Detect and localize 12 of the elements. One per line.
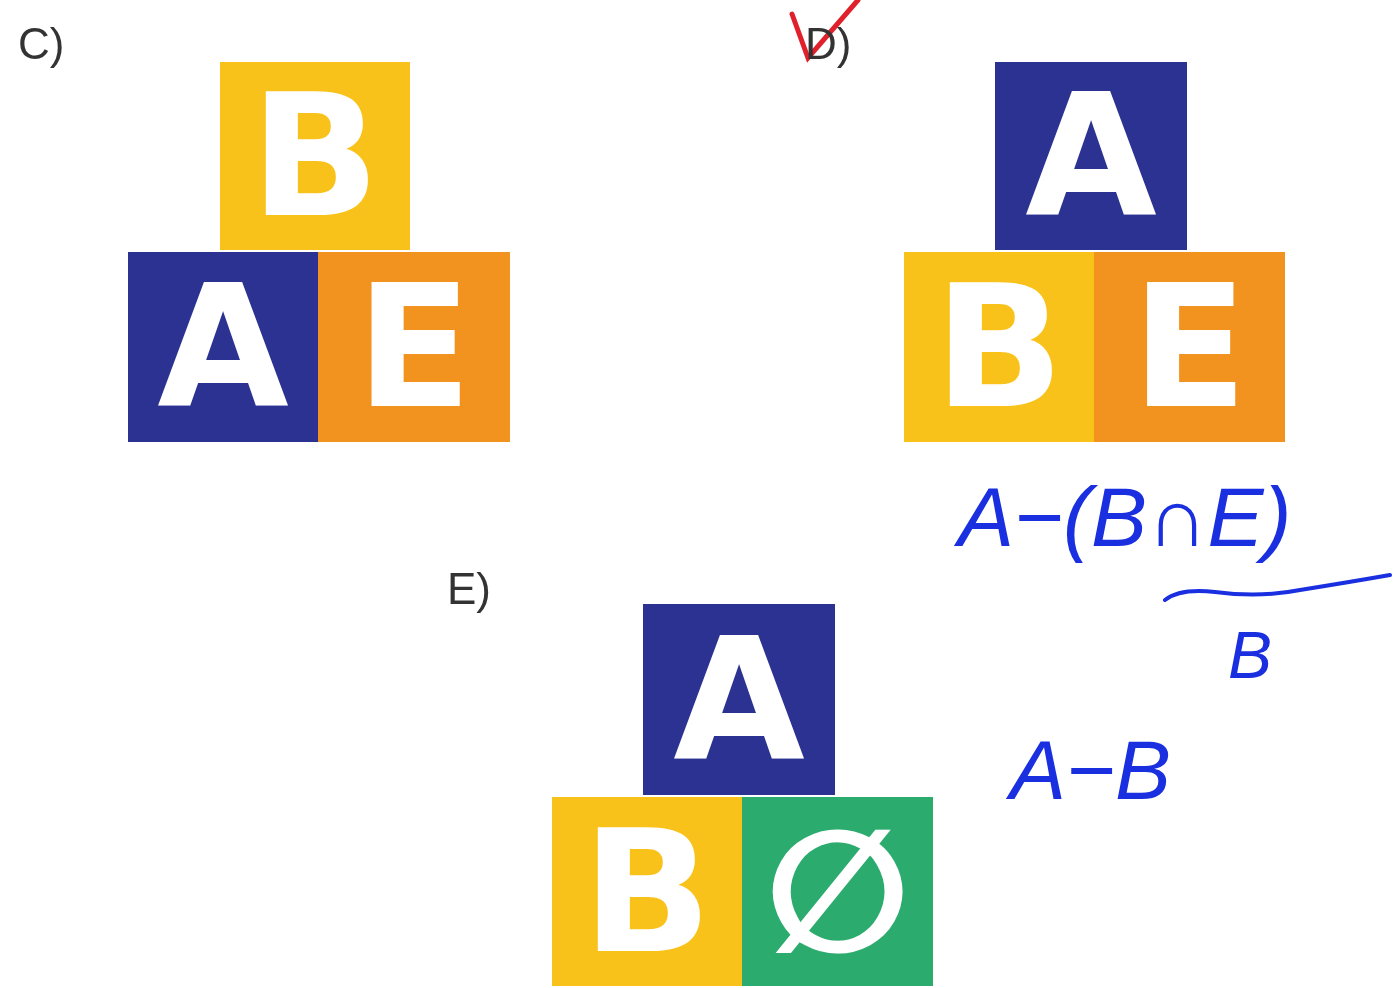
letter-block: B — [220, 62, 410, 250]
letter-block: B — [904, 252, 1094, 442]
letter-block: E — [1094, 252, 1285, 442]
handwritten-note: B — [1228, 622, 1273, 688]
letter-block: A — [128, 252, 318, 442]
letter-block: B — [552, 797, 742, 986]
letter-block: A — [643, 604, 835, 795]
option-label: E) — [447, 567, 491, 611]
letter-block: ∅ — [742, 797, 933, 986]
letter-block: E — [318, 252, 510, 442]
letter-block: A — [995, 62, 1187, 250]
option-label: C) — [18, 22, 65, 66]
